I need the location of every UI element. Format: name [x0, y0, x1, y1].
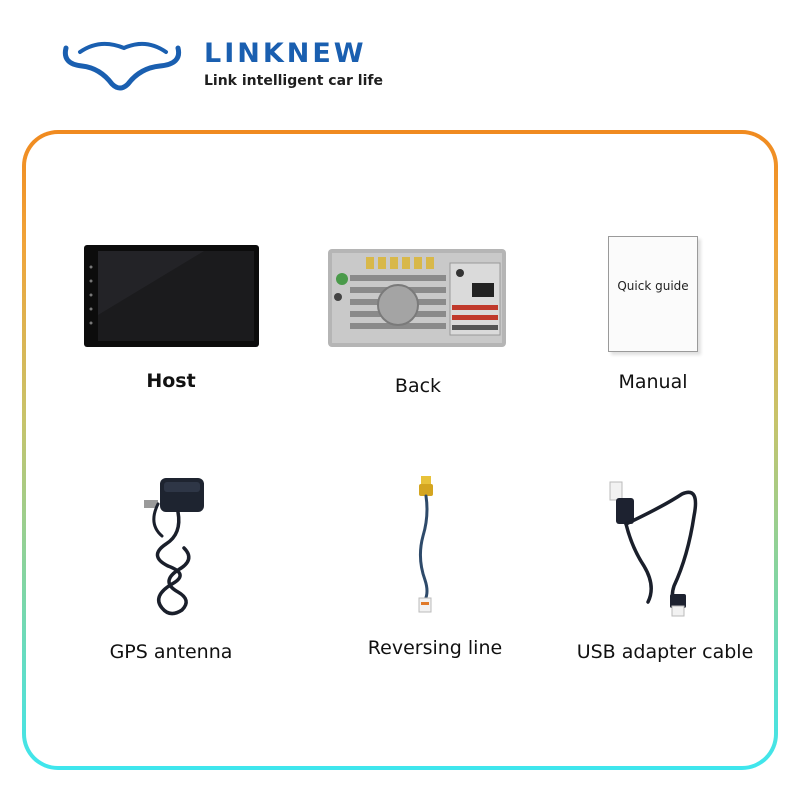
item-label-back: Back — [394, 375, 442, 397]
reversing-cable-icon — [418, 476, 433, 613]
brand-name: LINKNEW — [204, 38, 367, 69]
item-label-host: Host — [146, 370, 196, 392]
booklet-title: Quick guide — [617, 279, 689, 293]
item-label-manual: Manual — [618, 371, 688, 393]
gps-antenna-icon — [144, 478, 204, 616]
item-label-usb-adapter-cable: USB adapter cable — [576, 641, 754, 663]
car-stereo-host-icon — [84, 245, 259, 347]
stereo-back-panel-icon — [328, 249, 506, 347]
brand-logo: LINKNEW Link intelligent car life — [60, 34, 400, 94]
usb-adapter-cable-icon — [609, 481, 698, 617]
brand-tagline: Link intelligent car life — [204, 73, 383, 89]
item-label-reversing-line: Reversing line — [367, 637, 503, 659]
product-frame — [22, 130, 778, 770]
bull-horns-logo-icon — [62, 41, 182, 91]
quick-guide-booklet-icon: Quick guide — [608, 236, 698, 352]
item-label-gps-antenna: GPS antenna — [109, 641, 233, 663]
